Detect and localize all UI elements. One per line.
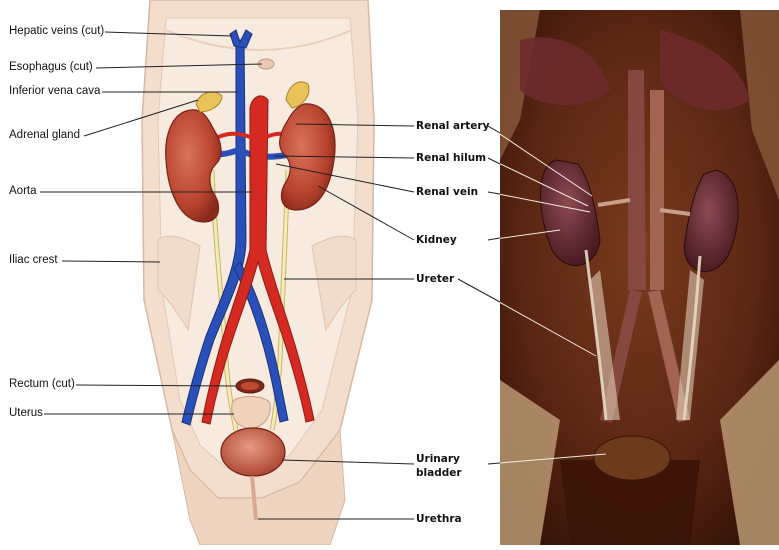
label-uterus: Uterus — [9, 407, 43, 420]
label-urinary-bladder: Urinary bladder — [416, 452, 462, 480]
label-adrenal-gland: Adrenal gland — [9, 129, 80, 142]
label-aorta: Aorta — [9, 185, 37, 198]
label-renal-vein: Renal vein — [416, 186, 478, 199]
label-ureter: Ureter — [416, 273, 454, 286]
label-esophagus: Esophagus (cut) — [9, 61, 93, 74]
label-rectum: Rectum (cut) — [9, 378, 75, 391]
label-renal-hilum: Renal hilum — [416, 152, 486, 165]
label-renal-artery: Renal artery — [416, 120, 489, 133]
label-iliac-crest: Iliac crest — [9, 254, 58, 267]
label-inferior-vena-cava: Inferior vena cava — [9, 85, 100, 98]
cadaver-bladder — [594, 436, 670, 480]
urinary-bladder-organ — [221, 428, 285, 476]
leader-lines-photo-dark — [458, 126, 500, 464]
label-hepatic-veins: Hepatic veins (cut) — [9, 25, 104, 38]
cadaver-photo-panel — [500, 10, 779, 545]
label-urethra: Urethra — [416, 513, 462, 526]
illustration-panel — [142, 0, 374, 545]
label-kidney: Kidney — [416, 234, 457, 247]
